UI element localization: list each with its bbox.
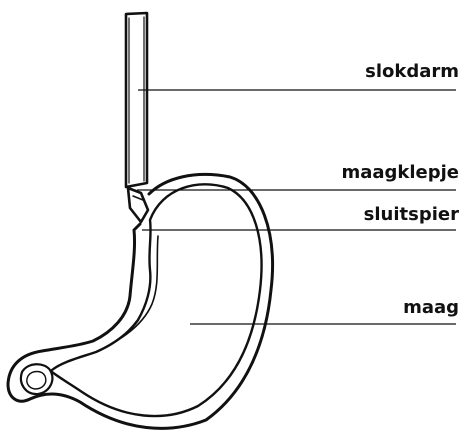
pylorus-outline: [21, 364, 52, 394]
valve-outline: [128, 188, 148, 222]
stomach-curvature-line: [118, 236, 158, 340]
label-sluitspier: sluitspier: [364, 206, 459, 224]
label-maag: maag: [403, 299, 459, 317]
label-maagklepje: maagklepje: [341, 164, 459, 182]
esophagus-outline: [126, 13, 147, 187]
stomach-inner-wall: [52, 184, 262, 416]
label-slokdarm: slokdarm: [365, 63, 459, 81]
